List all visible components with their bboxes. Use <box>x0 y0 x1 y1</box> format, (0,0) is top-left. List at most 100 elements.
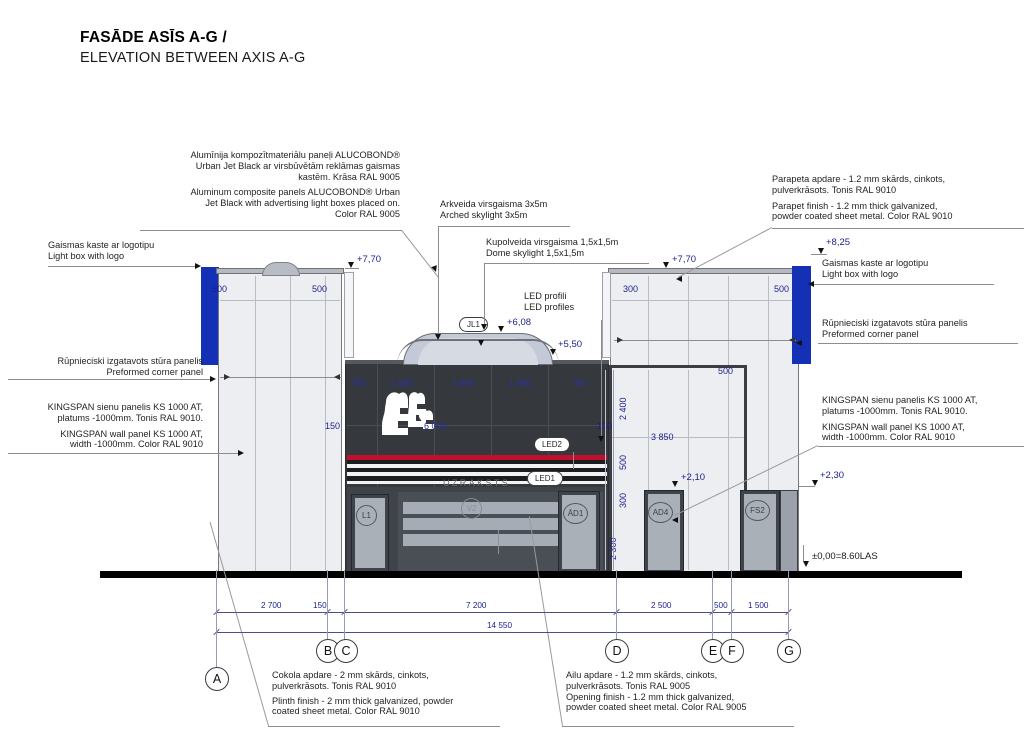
tag-led2: LED2 <box>534 437 570 452</box>
leader-lightbox-right <box>814 284 994 285</box>
sidelight-glass <box>780 490 798 574</box>
leader-arched-skylight <box>438 226 570 227</box>
dim-arrow-head <box>334 374 340 380</box>
axis-leader-a <box>216 646 217 667</box>
leader-arched-skylight-v <box>438 226 439 335</box>
level-ground: ±0,00=8.60LAS <box>812 551 878 562</box>
title-latvian: FASĀDE ASĪS A-G / <box>80 29 227 46</box>
axis-line-g <box>788 570 789 646</box>
annotation-alucobond-en: Aluminum composite panels ALUCOBOND® Urb… <box>190 187 401 219</box>
leader-dome-skylight <box>484 263 649 264</box>
level-leader <box>811 254 827 255</box>
leader-lightbox-left <box>48 266 195 267</box>
annotation-corner-left-en: Preformed corner panel <box>106 366 203 377</box>
annotation-dome-skylight-en: Dome skylight 1,5x1,5m <box>486 247 585 258</box>
roof-dome-left <box>262 262 300 276</box>
dim-right-500: 500 <box>774 284 790 294</box>
panel-seam <box>290 276 291 572</box>
dim-arrow-head <box>789 337 795 343</box>
level-arrow <box>803 561 809 567</box>
axis-bubble-a: A <box>205 667 229 691</box>
axis-bubble-d: D <box>605 639 629 663</box>
dim-facade-150-right: 150 <box>597 421 612 431</box>
annotation-corner-left: Rūpnieciski izgatavots stūra panelis Pre… <box>8 356 203 378</box>
leader-opening <box>562 726 794 727</box>
leader-arrow <box>808 281 814 287</box>
level-leader <box>803 545 804 561</box>
dim-right-2400: 2 400 <box>618 397 628 420</box>
corner-detail-right <box>602 272 611 358</box>
level-right-top: +7,70 <box>672 254 697 265</box>
tag-led1: LED1 <box>527 471 563 486</box>
mullion <box>498 530 499 554</box>
leader-dome-skylight-v <box>484 263 485 325</box>
level-lightbox-top: +8,25 <box>826 237 851 248</box>
axis-line-b <box>327 570 328 646</box>
dim-facade-150-left: 150 <box>325 421 341 431</box>
corner-detail-left <box>344 272 354 358</box>
panel-seam <box>491 364 492 494</box>
dim-facade-750-left: 750 <box>351 378 367 388</box>
leader-arrow <box>481 324 487 330</box>
light-box-right <box>792 266 811 364</box>
annotation-corner-right-lv: Rūpnieciski izgatavots stūra panelis <box>822 318 968 328</box>
annotation-lightbox-right-lv: Gaismas kaste ar logotipu <box>822 258 929 268</box>
led-strip-white-2 <box>347 472 607 476</box>
annotation-alucobond-lv: Alumīnija kompozītmateriālu paneļi ALUCO… <box>190 150 401 182</box>
level-arrow <box>550 349 556 355</box>
leader-led2 <box>573 452 574 469</box>
level-arrow <box>663 262 669 268</box>
leader-arrow <box>598 436 604 442</box>
ground-line <box>100 571 962 578</box>
level-leader <box>799 486 815 487</box>
dim-facade-6000: 6 000 <box>424 421 447 431</box>
dim-segment-label: 1 500 <box>748 601 769 610</box>
dim-right-lower-500: 500 <box>718 366 734 376</box>
axis-line-e <box>712 570 713 646</box>
tag-window-v2: V2 <box>461 498 482 519</box>
tag-door-fs2: FS2 <box>745 500 770 521</box>
annotation-opening-lv: Ailu apdare - 1.2 mm skārds, cinkots, pu… <box>566 670 718 691</box>
tag-skylight: JL1 <box>459 317 488 332</box>
tag-door-ad4: AD4 <box>648 502 673 523</box>
leader-arrow <box>672 517 678 523</box>
annotation-arched-skylight-en: Arched skylight 3x5m <box>440 209 528 220</box>
axis-bubble-c: C <box>334 639 358 663</box>
annotation-opening: Ailu apdare - 1.2 mm skārds, cinkots, pu… <box>566 670 806 713</box>
leader-corner-right <box>818 343 1018 344</box>
axis-line-f <box>731 570 732 646</box>
leader-arrow <box>238 450 244 456</box>
axis-line-a <box>216 570 217 646</box>
dim-guide <box>613 370 614 570</box>
annotation-dome-skylight-lv: Kupolveida virsgaisma 1,5x1,5m <box>486 237 619 247</box>
leader-corner-left <box>8 379 214 380</box>
dim-facade-1600-c: 1 600 <box>509 378 532 388</box>
facade-logo <box>382 392 434 435</box>
dim-arrow-head <box>617 337 623 343</box>
level-arrow <box>812 480 818 486</box>
panel-seam <box>548 364 549 494</box>
level-right-low: +2,30 <box>820 470 845 481</box>
leader-arrow <box>210 376 216 382</box>
annotation-arched-skylight-lv: Arkveida virsgaisma 3x5m <box>440 199 548 209</box>
tag-door-ad1: ĀD1 <box>563 503 588 524</box>
annotation-parapet-en: Parapet finish - 1.2 mm thick galvanized… <box>772 200 953 222</box>
panel-seam <box>347 425 607 426</box>
dim-total-label: 14 550 <box>487 621 513 630</box>
level-arrow <box>498 326 504 332</box>
annotation-corner-left-lv: Rūpnieciski izgatavots stūra panelis <box>57 356 203 366</box>
leader-alucobond <box>140 230 402 231</box>
light-box-left <box>201 267 219 365</box>
panel-seam <box>612 437 744 438</box>
annotation-led-profiles-lv: LED profili <box>524 291 567 301</box>
leader-plinth <box>268 726 500 727</box>
title-english: ELEVATION BETWEEN AXIS A-G <box>80 50 306 66</box>
panel-seam <box>768 276 769 572</box>
annotation-corner-right-en: Preformed corner panel <box>822 328 919 339</box>
annotation-led-profiles: LED profili LED profiles <box>524 291 644 313</box>
annotation-kingspan-left-lv: KINGSPAN sienu panelis KS 1000 AT, platu… <box>47 402 203 423</box>
axis-bubble-f: F <box>720 639 744 663</box>
level-arrow <box>818 248 824 254</box>
